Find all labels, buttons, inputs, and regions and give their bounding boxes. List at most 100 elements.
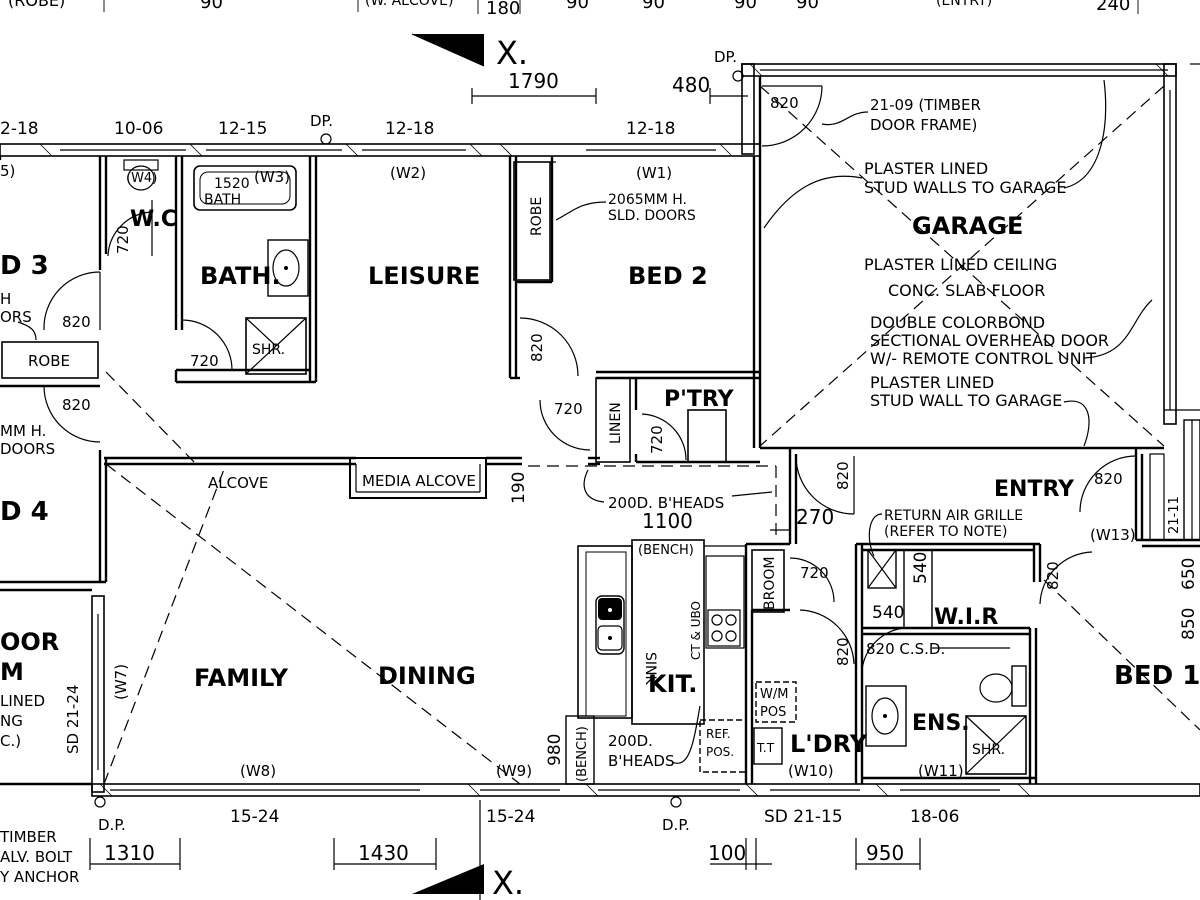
window-w1: (W1) xyxy=(636,164,672,182)
section-x-bottom: X. xyxy=(492,864,524,900)
internal-walls xyxy=(0,156,1200,784)
note-left-h: H xyxy=(0,290,11,308)
window-w3: (W3) xyxy=(254,168,290,186)
ct-uo: CT & UBO xyxy=(689,601,703,660)
dim-1310: 1310 xyxy=(104,841,155,865)
sd-bottom: SD 21-15 xyxy=(764,807,843,827)
win-size-1218-right: 12-18 xyxy=(626,119,675,139)
dim-820-entry2: 820 xyxy=(1094,470,1123,488)
bench-side: (BENCH) xyxy=(575,726,590,782)
alcove: ALCOVE xyxy=(208,474,268,492)
window-tags: (W1) (W2) (W3) (W4) (W7) (W8) (W9) (W10)… xyxy=(112,164,1136,780)
room-wir: W.I.R xyxy=(934,605,998,630)
top-90c: 90 xyxy=(734,0,757,13)
robe-bed2: ROBE xyxy=(529,197,545,236)
note-sd-left: SD 21-24 xyxy=(64,685,82,754)
top-90b: 90 xyxy=(642,0,665,13)
dim-720-wc: 720 xyxy=(114,225,132,254)
room-family: FAMILY xyxy=(194,664,289,692)
dim-1790: 1790 xyxy=(508,69,559,93)
note-bheads-kit2: B'HEADS xyxy=(608,752,675,770)
dim-850: 850 xyxy=(1179,608,1199,640)
dim-820-w13: 820 xyxy=(1044,561,1062,590)
window-w9: (W9) xyxy=(496,762,532,780)
dim-820-entry: 820 xyxy=(834,461,852,490)
note-timber2: DOOR FRAME) xyxy=(870,116,977,134)
win-size-1524-b: 15-24 xyxy=(486,807,535,827)
top-cutoff-labels: (ROBE) (W. ALCOVE) 180 90 90 90 90 90 (E… xyxy=(8,0,1139,19)
window-w8: (W8) xyxy=(240,762,276,780)
room-bed4: D 4 xyxy=(0,497,49,527)
room-kit: KIT. xyxy=(648,670,697,698)
section-x-top: X. xyxy=(496,34,528,72)
note-left-c: C.) xyxy=(0,732,21,750)
note-bl3: Y ANCHOR xyxy=(0,868,79,886)
note-timber1: 21-09 (TIMBER xyxy=(870,96,981,114)
note-left-ng: NG xyxy=(0,712,23,730)
room-door-left: OOR xyxy=(0,628,59,656)
dashed-lines xyxy=(103,85,1200,785)
shr-ens: SHR. xyxy=(972,742,1005,758)
tub: T.T xyxy=(756,741,775,755)
room-wc: W.C xyxy=(130,207,177,232)
room-leisure: LEISURE xyxy=(368,262,480,290)
room-bed1: BED 1 xyxy=(1114,661,1200,691)
external-walls xyxy=(0,63,1200,797)
note-plaster2: STUD WALLS TO GARAGE xyxy=(864,178,1066,197)
broom: BROOM xyxy=(762,557,778,610)
dp-top-right: DP. xyxy=(714,48,737,66)
note-slab: CONC. SLAB FLOOR xyxy=(888,281,1045,300)
room-bed2: BED 2 xyxy=(628,262,708,290)
note-return2: (REFER TO NOTE) xyxy=(884,524,1007,540)
note-colorbond1: DOUBLE COLORBOND xyxy=(870,313,1045,332)
notes: 21-09 (TIMBER DOOR FRAME) PLASTER LINED … xyxy=(0,79,1182,770)
dim-1100: 1100 xyxy=(642,509,693,533)
note-csd: 820 C.S.D. xyxy=(866,640,945,658)
window-w11: (W11) xyxy=(918,762,964,780)
room-labels: D 3 D 4 W.C BATH. LEISURE BED 2 GARAGE P… xyxy=(0,207,1200,758)
robe-left: ROBE xyxy=(28,352,70,370)
dp-top: DP. xyxy=(310,112,333,130)
top-wall-hatch xyxy=(39,143,733,157)
window-w13: (W13) xyxy=(1090,526,1136,544)
note-bheads-kit1: 200D. xyxy=(608,732,653,750)
win-size-1218-mid: 12-18 xyxy=(385,119,434,139)
win-size-1218-left: 2-18 xyxy=(0,119,39,139)
window-w7: (W7) xyxy=(112,664,130,700)
dim-1430: 1430 xyxy=(358,841,409,865)
top-90a: 90 xyxy=(566,0,589,13)
note-colorbond3: W/- REMOTE CONTROL UNIT xyxy=(870,349,1096,368)
door-swings xyxy=(43,85,1137,671)
bath-1520: 1520 xyxy=(214,176,250,192)
dim-820-ldry: 820 xyxy=(834,637,852,666)
dim-980: 980 xyxy=(545,734,565,766)
bottom-dimensions: D.P. D.P. 15-24 15-24 SD 21-15 18-06 131… xyxy=(0,796,959,900)
wm2: POS xyxy=(760,705,786,720)
dim-540-a: 540 xyxy=(911,552,931,584)
room-entry: ENTRY xyxy=(994,477,1075,502)
dim-950: 950 xyxy=(866,841,904,865)
note-bl2: ALV. BOLT xyxy=(0,848,73,866)
top-left-robe: (ROBE) xyxy=(8,0,65,10)
win-size-1524-a: 15-24 xyxy=(230,807,279,827)
room-bed3: D 3 xyxy=(0,251,49,281)
top-90d: 90 xyxy=(796,0,819,13)
window-w2: (W2) xyxy=(390,164,426,182)
top-dimensions: 1790 480 DP. DP. 2-18 10-06 12-15 12-18 … xyxy=(0,48,748,145)
dim-820-bed2: 820 xyxy=(528,333,546,362)
note-bl1: TIMBER xyxy=(0,828,57,846)
dim-540-b: 540 xyxy=(872,603,904,623)
dim-190: 190 xyxy=(509,472,529,504)
note-right-num: 21-11 xyxy=(1167,496,1182,534)
note-sld1: 2065MM H. xyxy=(608,192,687,208)
dim-820-garage: 820 xyxy=(770,94,799,112)
wm1: W/M xyxy=(760,687,788,702)
dim-100: 100 xyxy=(708,841,746,865)
note-plaster3: PLASTER LINED xyxy=(870,373,994,392)
dim-820-b: 820 xyxy=(62,396,91,414)
fixture-labels: ROBE ROBE LINEN BROOM MEDIA ALCOVE ALCOV… xyxy=(28,197,778,782)
win-size-1006: 10-06 xyxy=(114,119,163,139)
dp-bottom-mid: D.P. xyxy=(662,816,690,834)
room-dining: DINING xyxy=(378,662,476,690)
